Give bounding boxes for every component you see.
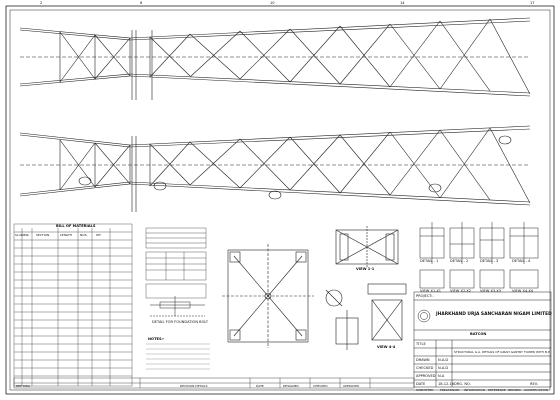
title-label: TITLE xyxy=(416,342,426,346)
border-num: 17 xyxy=(530,1,535,5)
detail-1-label: DETAIL - 1 xyxy=(420,259,439,263)
status-preliminary: PRELIMINARY xyxy=(440,388,460,392)
small-tables xyxy=(145,227,207,299)
inner-border xyxy=(9,9,551,391)
company-name: JHARKHAND URJA SANCHARAN NIGAM LIMITED xyxy=(436,312,552,317)
title-text: STRUCTURAL G.A. DETAILS OF GIRAH GANTRY … xyxy=(454,350,550,354)
bom-title: BILL OF MATERIALS xyxy=(56,224,96,228)
view-1-1-label: VIEW 1-1 xyxy=(356,267,375,271)
status-construction: CONSTRUCTION xyxy=(524,388,549,392)
view-x4-label: VIEW X4-X4 xyxy=(512,289,534,293)
revision-details-label: REVISION DETAILS xyxy=(180,384,208,388)
drawn-label: DRAWN xyxy=(416,358,430,362)
detail-3-label: DETAIL - 3 xyxy=(480,259,499,263)
foundation-bolt-detail xyxy=(150,296,205,317)
detail-4-label: DETAIL - 4 xyxy=(512,259,531,263)
contractor-name: BATCON xyxy=(470,332,487,336)
approved-value: N.A xyxy=(438,374,445,378)
checked-label: CHECKED xyxy=(416,366,434,370)
detail-foundation-label: DETAIL FOR FOUNDATION BOLT xyxy=(152,320,209,324)
title-block-frame xyxy=(413,291,552,388)
notes-lines xyxy=(146,343,210,370)
border-num: 10 xyxy=(270,1,275,5)
bom-header-nos: NOS. xyxy=(80,233,88,237)
bom-header-length: LENGTH xyxy=(60,233,73,237)
rev-checked-label: CHECKED xyxy=(313,384,328,388)
notes-title: NOTES:- xyxy=(148,337,165,341)
rev-approved-label: APPROVED xyxy=(343,384,360,388)
drg-no-label: DRG. NO. xyxy=(454,382,471,386)
view-x3-label: VIEW X3-X3 xyxy=(480,289,502,293)
status-submitted: SUBMITTED xyxy=(416,388,434,392)
revision-strip xyxy=(13,377,415,389)
status-information: INFORMATION xyxy=(464,388,486,392)
date-value: 18.12.16 xyxy=(438,382,455,386)
ref-drg-label: REF. DRG. xyxy=(16,384,31,388)
approved-label: APPROVED xyxy=(416,374,436,378)
bom-header-section: SECTION xyxy=(36,233,50,237)
bom-header-mk: MK. xyxy=(24,233,30,237)
bom-header-wt: WT. xyxy=(96,233,102,237)
date-label: DATE xyxy=(416,382,426,386)
base-plate-plan xyxy=(222,244,314,348)
details-1-4 xyxy=(419,222,539,289)
truss-elevation-top xyxy=(19,17,531,100)
border-num: 14 xyxy=(400,1,405,5)
rev-label: REV. xyxy=(530,382,538,386)
status-reference: REFERENCE xyxy=(488,388,506,392)
border-num: 2 xyxy=(40,1,43,5)
border-num: 6 xyxy=(140,1,143,5)
rev-date-label: DATE xyxy=(256,384,264,388)
rev-designed-label: DESIGNED xyxy=(283,384,299,388)
view-1-1 xyxy=(335,226,399,268)
bom-header-slno: SL.NO. xyxy=(15,233,25,237)
view-4-4-label: VIEW 4-4 xyxy=(377,345,396,349)
outer-border xyxy=(5,5,555,395)
view-x1-label: VIEW X1-X1 xyxy=(420,289,442,293)
checked-value: N.A.D xyxy=(438,366,449,370)
detail-2-label: DETAIL - 2 xyxy=(450,259,469,263)
project-label: PROJECT:- xyxy=(416,294,434,298)
truss-elevation-bottom xyxy=(19,125,531,212)
view-x2-label: VIEW X2-X2 xyxy=(450,289,472,293)
bom-table xyxy=(13,223,133,387)
status-record: RECORD xyxy=(508,388,521,392)
drawn-value: N.A.D xyxy=(438,358,449,362)
view-4-4 xyxy=(325,283,407,350)
